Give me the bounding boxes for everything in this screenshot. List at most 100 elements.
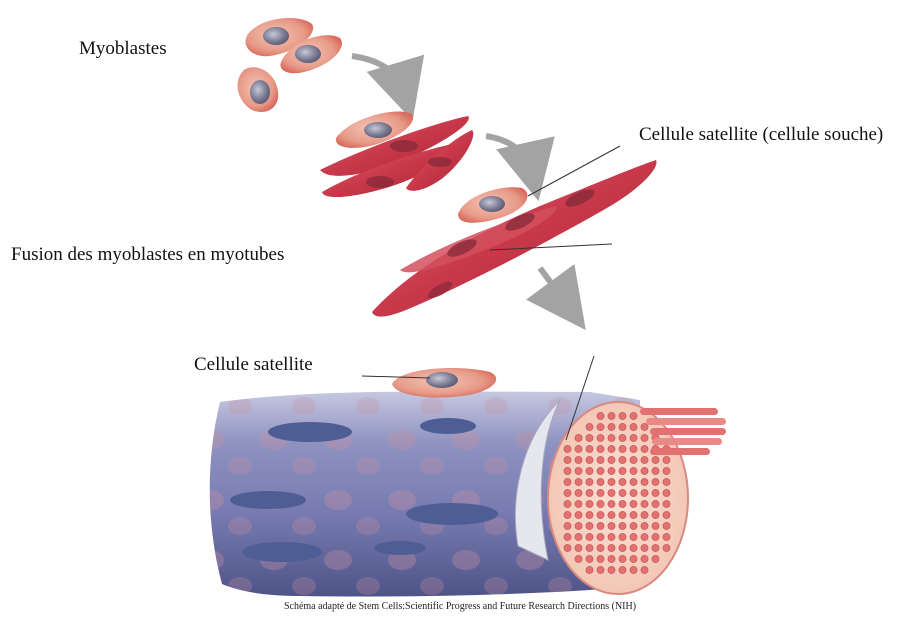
figure-caption: Schéma adapté de Stem Cells:Scientific P… (0, 601, 920, 612)
label-fusion-myoblastes: Fusion des myoblastes en myotubes (11, 244, 284, 266)
myofibril-dot (630, 478, 637, 485)
process-arrow-3 (540, 268, 568, 306)
myofibril-dot (597, 489, 604, 496)
aligned-nucleus (390, 140, 418, 152)
myofibril-dot (586, 566, 593, 573)
myofibril-dot (663, 500, 670, 507)
myofibril-dot (641, 566, 648, 573)
myofibril-dot (608, 434, 615, 441)
myofibril-dot (652, 489, 659, 496)
myofibril-dot (608, 544, 615, 551)
myofibril-dot (586, 478, 593, 485)
myofibril-dot (641, 555, 648, 562)
myofibril-dot (641, 423, 648, 430)
myofibril-dot (619, 412, 626, 419)
myofibril-dot (630, 544, 637, 551)
aligned-nucleus (364, 122, 392, 138)
myofibril-dot (597, 500, 604, 507)
fiber-nucleus (420, 418, 476, 434)
myofibril-dot (586, 511, 593, 518)
myofibril-dot (597, 445, 604, 452)
process-arrow-1 (352, 56, 404, 92)
myofibril-dot (608, 500, 615, 507)
myofibril-dot (608, 412, 615, 419)
myofibril-dot (608, 522, 615, 529)
myofibril-dot (586, 434, 593, 441)
myofibril-dot (586, 555, 593, 562)
myofibril-dot (619, 467, 626, 474)
myofibril-dot (597, 511, 604, 518)
myofibril-dot (619, 478, 626, 485)
myofibril-dot (608, 511, 615, 518)
myofibril-dot (608, 423, 615, 430)
myofibril-dot (597, 412, 604, 419)
myofibril-dot (597, 544, 604, 551)
myofibril-dot (586, 500, 593, 507)
satellite-cell-nucleus (426, 372, 458, 388)
myofibril-dot (597, 478, 604, 485)
myofibril-dot (663, 533, 670, 540)
aligned-nucleus (366, 176, 394, 188)
myofibril-dot (608, 533, 615, 540)
myofibril-dot (641, 467, 648, 474)
myoblast-nucleus (263, 27, 289, 45)
myofibril-dot (630, 412, 637, 419)
fiber-nucleus (242, 542, 322, 562)
myofibril-dot (619, 522, 626, 529)
myofibril-dot (630, 522, 637, 529)
myofibril-dot (630, 533, 637, 540)
myofibril-dot (575, 544, 582, 551)
myofibril-dot (619, 489, 626, 496)
label-cellule-satellite-souche: Cellule satellite (cellule souche) (639, 124, 883, 146)
myofibril-dot (630, 489, 637, 496)
myofibril-dot (564, 522, 571, 529)
myofibril-dot (575, 467, 582, 474)
myofibril-dot (652, 456, 659, 463)
myofibril-dot (652, 478, 659, 485)
myofibril-dot (597, 522, 604, 529)
myofibril-dot (586, 533, 593, 540)
myofibril-dot (641, 456, 648, 463)
label-myoblastes: Myoblastes (79, 38, 167, 60)
myofibril-dot (619, 555, 626, 562)
myofibril-dot (652, 522, 659, 529)
myofibril-dot (575, 500, 582, 507)
myofibril-dot (641, 500, 648, 507)
label-cellule-satellite: Cellule satellite (194, 354, 313, 376)
myofibril-dot (619, 533, 626, 540)
myofibril-dot (619, 500, 626, 507)
myofibril-dot (564, 478, 571, 485)
myofibril-dot (641, 522, 648, 529)
aligned-myoblasts (320, 111, 473, 197)
myofibril-dot (652, 533, 659, 540)
myofibril-dot (586, 522, 593, 529)
myofibril-strand (652, 438, 722, 445)
myofibril-dot (564, 511, 571, 518)
myofibril-dot (641, 511, 648, 518)
myofibril-dot (564, 544, 571, 551)
myofibril-dot (564, 500, 571, 507)
myofibril-strand (646, 418, 726, 425)
myofibril-dot (630, 423, 637, 430)
myofibril-dot (652, 500, 659, 507)
myofibril-dot (564, 456, 571, 463)
myofibril-dot (630, 555, 637, 562)
myofibril-dot (641, 489, 648, 496)
myofibril-dot (608, 445, 615, 452)
myofibril-dot (586, 456, 593, 463)
fiber-nucleus (374, 541, 426, 555)
myofibril-dot (630, 434, 637, 441)
myofibril-dot (663, 544, 670, 551)
fiber-nucleus (406, 503, 498, 525)
myofibril-dot (619, 544, 626, 551)
myofibril-dot (630, 467, 637, 474)
myofibril-dot (663, 456, 670, 463)
myofibril-dot (586, 544, 593, 551)
myofibril-dot (630, 500, 637, 507)
myofibril-dot (597, 434, 604, 441)
myofibril-dot (586, 489, 593, 496)
myofibril-dot (597, 566, 604, 573)
myofibril-dot (641, 445, 648, 452)
myofibril-dot (663, 522, 670, 529)
myofibril-dot (608, 566, 615, 573)
